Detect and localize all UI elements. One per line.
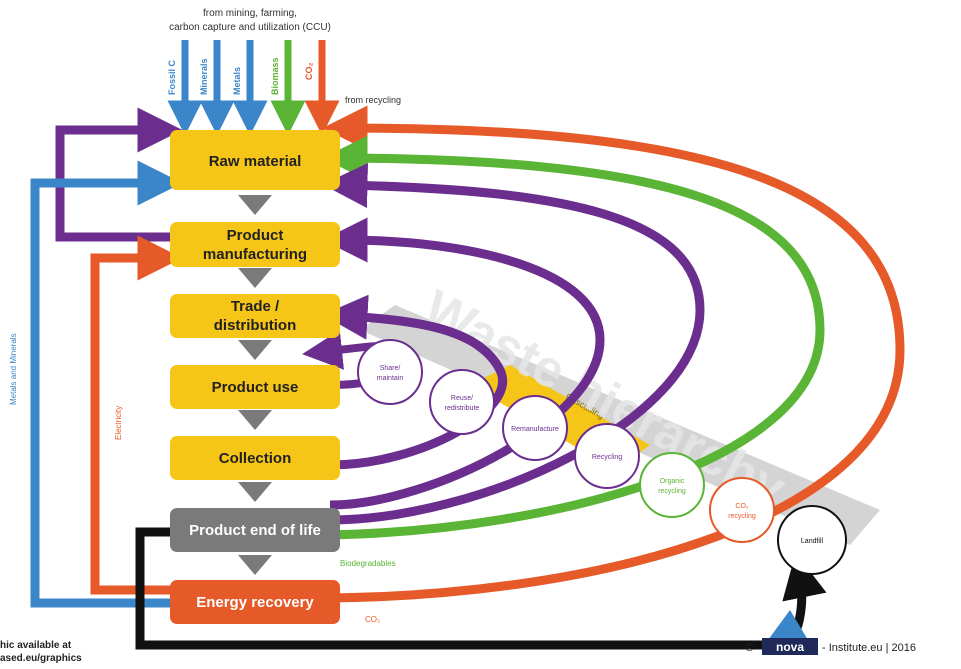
graphic-available-line2: ased.eu/graphics	[0, 653, 82, 664]
circle-remanufacture-line1: Remanufacture	[511, 426, 559, 433]
nova-logo: nova	[762, 610, 818, 655]
input-label-metals: Metals	[232, 67, 242, 95]
down-connectors	[238, 195, 272, 575]
box-trade-distribution-line2: distribution	[214, 317, 297, 334]
box-product-manufacturing-line2: manufacturing	[203, 246, 307, 263]
credit-text: - Institute.eu | 2016	[822, 642, 916, 654]
input-label-minerals: Minerals	[199, 58, 209, 95]
co2-bottom-label: CO₂	[365, 615, 380, 624]
box-trade-distribution-line1: Trade /	[231, 298, 280, 315]
graphic-available-line1: hic available at	[0, 640, 72, 651]
circle-organic-line1: Organic	[660, 478, 685, 485]
copyright-symbol: ©	[745, 640, 754, 654]
process-boxes: Raw material Product manufacturing Trade…	[170, 130, 340, 624]
box-product-end-of-life	[170, 508, 340, 552]
circle-reuse-line2: redistribute	[445, 405, 480, 412]
hierarchy-circles: Share/ maintain Reuse/ redistribute Rema…	[357, 339, 847, 575]
box-product-end-of-life-label: Product end of life	[189, 522, 321, 539]
electricity-label: Electricity	[114, 406, 123, 440]
input-labels: Fossil C Minerals Metals Biomass CO₂	[167, 57, 314, 95]
circle-organic-line2: recycling	[658, 488, 686, 495]
biodegradables-label: Biodegradables	[340, 559, 396, 568]
box-trade-distribution	[170, 294, 340, 338]
circle-share-maintain: Share/ maintain	[357, 339, 423, 405]
box-product-manufacturing	[170, 222, 340, 267]
header-line-2: carbon capture and utilization (CCU)	[169, 22, 331, 33]
input-label-co2: CO₂	[304, 63, 314, 81]
box-energy-recovery-label: Energy recovery	[196, 594, 314, 611]
metals-minerals-label: Metals and Minerals	[9, 333, 18, 405]
from-recycling-label: from recycling	[345, 95, 401, 105]
circle-reuse-redistribute: Reuse/ redistribute	[429, 369, 495, 435]
circle-landfill-line1: Landfill	[801, 538, 824, 545]
circle-recycling: Recycling	[574, 423, 640, 489]
input-label-fossil: Fossil C	[167, 59, 177, 95]
box-energy-recovery	[170, 580, 340, 624]
circle-landfill: Landfill	[777, 505, 847, 575]
box-raw-material-label: Raw material	[209, 153, 302, 170]
box-product-use-label: Product use	[212, 379, 299, 396]
box-raw-material	[170, 130, 340, 190]
input-label-biomass: Biomass	[270, 57, 280, 95]
circle-co2-line1: CO₂	[735, 503, 749, 510]
credit-footer: © nova - Institute.eu | 2016	[745, 610, 916, 655]
box-product-use	[170, 365, 340, 409]
return-arcs	[302, 105, 905, 603]
box-product-manufacturing-line1: Product	[227, 227, 284, 244]
header-line-1: from mining, farming,	[203, 8, 297, 19]
circle-co2-line2: recycling	[728, 513, 756, 520]
circle-reuse-line1: Reuse/	[451, 395, 473, 402]
circle-recycling-line1: Recycling	[592, 454, 622, 461]
input-arrows	[167, 40, 340, 136]
box-collection-label: Collection	[219, 450, 292, 467]
circle-co2-recycling: CO₂ recycling	[709, 477, 775, 543]
circle-remanufacture: Remanufacture	[502, 395, 568, 461]
circle-share-line1: Share/	[380, 365, 401, 372]
box-collection	[170, 436, 340, 480]
circle-share-line2: maintain	[377, 375, 404, 382]
circle-organic-recycling: Organic recycling	[639, 452, 705, 518]
nova-logo-text: nova	[776, 640, 804, 654]
